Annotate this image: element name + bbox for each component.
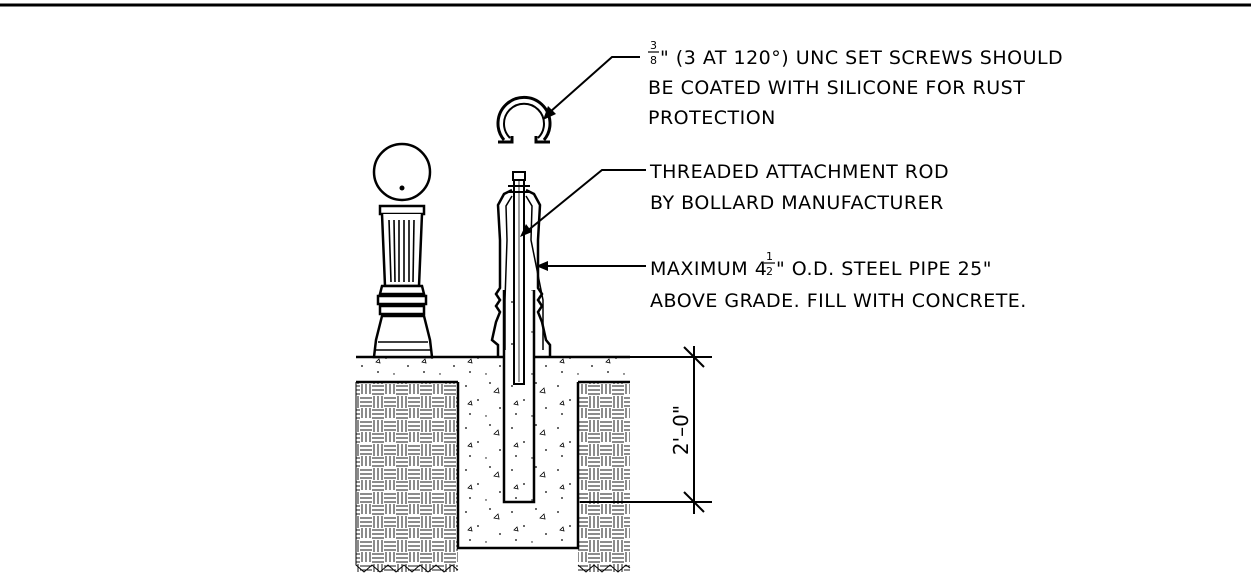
set-screws-line3: PROTECTION (648, 107, 776, 129)
set-screws-frac-den: 8 (650, 54, 657, 67)
pipe-line2: ABOVE GRADE. FILL WITH CONCRETE. (650, 290, 1027, 312)
bollard-sleeve-section (490, 188, 552, 357)
pipe-frac-num: 1 (766, 250, 773, 263)
note-steel-pipe: MAXIMUM 4 1 2 " O.D. STEEL PIPE 25" ABOV… (650, 250, 1027, 312)
set-screws-line2: BE COATED WITH SILICONE FOR RUST (648, 77, 1025, 99)
depth-dimension-label: 2'–0" (669, 405, 693, 455)
decorative-bollard (372, 142, 434, 359)
leader-pipe (536, 261, 646, 271)
soil-hatch (355, 382, 631, 573)
set-screws-frac-num: 3 (650, 39, 657, 52)
steel-pipe (502, 290, 536, 504)
concrete-slab (356, 355, 630, 384)
rod-line1: THREADED ATTACHMENT ROD (649, 161, 949, 183)
pipe-frac-den: 2 (766, 265, 773, 278)
leader-set-screws (543, 56, 640, 120)
pipe-line1-prefix: MAXIMUM 4 (650, 258, 767, 280)
set-screws-line1: " (3 AT 120°) UNC SET SCREWS SHOULD (660, 47, 1063, 69)
note-threaded-rod: THREADED ATTACHMENT ROD BY BOLLARD MANUF… (649, 161, 949, 214)
pipe-line1-rest: " O.D. STEEL PIPE 25" (776, 258, 992, 280)
rod-line2: BY BOLLARD MANUFACTURER (650, 192, 944, 214)
leader-threaded-rod (520, 169, 646, 237)
threaded-rod (508, 171, 530, 385)
bollard-cap-section (496, 95, 552, 144)
depth-dimension (580, 346, 712, 514)
note-set-screws: 3 8 " (3 AT 120°) UNC SET SCREWS SHOULD … (648, 39, 1063, 129)
